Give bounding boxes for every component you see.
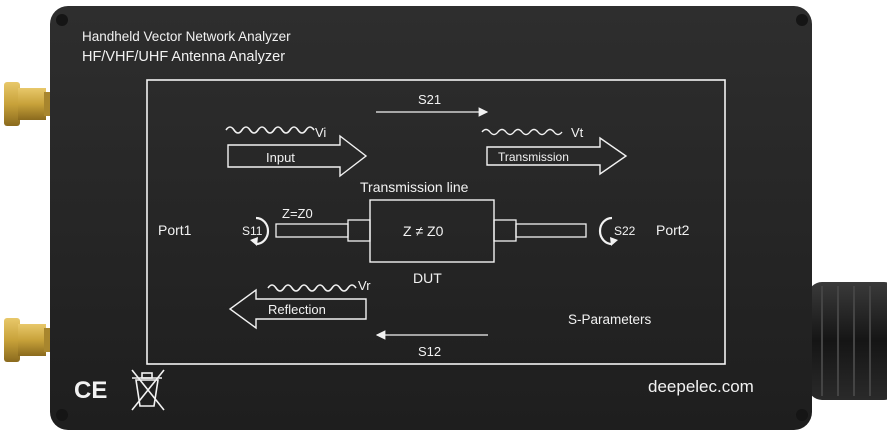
diagram-frame bbox=[146, 79, 726, 365]
reflection-arrow bbox=[228, 288, 367, 330]
vt-label: Vt bbox=[571, 125, 584, 140]
transmission-label: Transmission bbox=[498, 150, 569, 164]
screw-icon bbox=[56, 14, 808, 421]
s21-text: S21 bbox=[418, 92, 441, 107]
ce-mark-icon: CE bbox=[74, 377, 107, 404]
s12-text: S12 bbox=[418, 344, 441, 359]
s22-curl-icon bbox=[598, 216, 613, 246]
s22-label: S22 bbox=[614, 224, 636, 238]
s11-curl-icon bbox=[255, 216, 270, 246]
vr-label: Vr bbox=[358, 278, 371, 293]
vi-wave bbox=[225, 126, 315, 134]
port1-label: Port1 bbox=[158, 222, 192, 238]
crossed-bin-icon bbox=[131, 369, 165, 411]
s21-label: S21 bbox=[418, 92, 441, 107]
port2-label: Port2 bbox=[656, 222, 690, 238]
s11-label: S11 bbox=[242, 224, 263, 238]
reflection-label: Reflection bbox=[268, 302, 326, 317]
s22-text: S22 bbox=[614, 224, 636, 238]
website-label: deepelec.com bbox=[648, 377, 754, 396]
dut-label: DUT bbox=[413, 270, 442, 286]
input-label: Input bbox=[266, 150, 295, 165]
input-arrow bbox=[227, 134, 368, 178]
s12-label: S12 bbox=[418, 344, 441, 359]
z-not-equal-label: Z ≠ Z0 bbox=[403, 223, 444, 239]
sma-connector-icon bbox=[4, 82, 54, 126]
header-line2: HF/VHF/UHF Antenna Analyzer bbox=[82, 49, 285, 65]
transmission-line-label: Transmission line bbox=[360, 179, 469, 195]
sma-connector-icon bbox=[4, 318, 54, 362]
vr-wave bbox=[267, 284, 357, 292]
z-equals-label: Z=Z0 bbox=[282, 206, 313, 221]
vt-wave bbox=[481, 128, 563, 136]
vi-label: Vi bbox=[315, 125, 326, 140]
transmission-arrow bbox=[486, 136, 628, 176]
s11-text: S11 bbox=[242, 224, 263, 238]
header-line1: Handheld Vector Network Analyzer bbox=[82, 29, 291, 44]
usb-cable-icon bbox=[808, 282, 887, 400]
right-line bbox=[515, 223, 587, 238]
device-case bbox=[50, 6, 812, 430]
s-parameters-label: S-Parameters bbox=[568, 312, 652, 327]
s11-curl-head-icon bbox=[250, 237, 258, 246]
s22-curl-head-icon bbox=[610, 237, 618, 246]
